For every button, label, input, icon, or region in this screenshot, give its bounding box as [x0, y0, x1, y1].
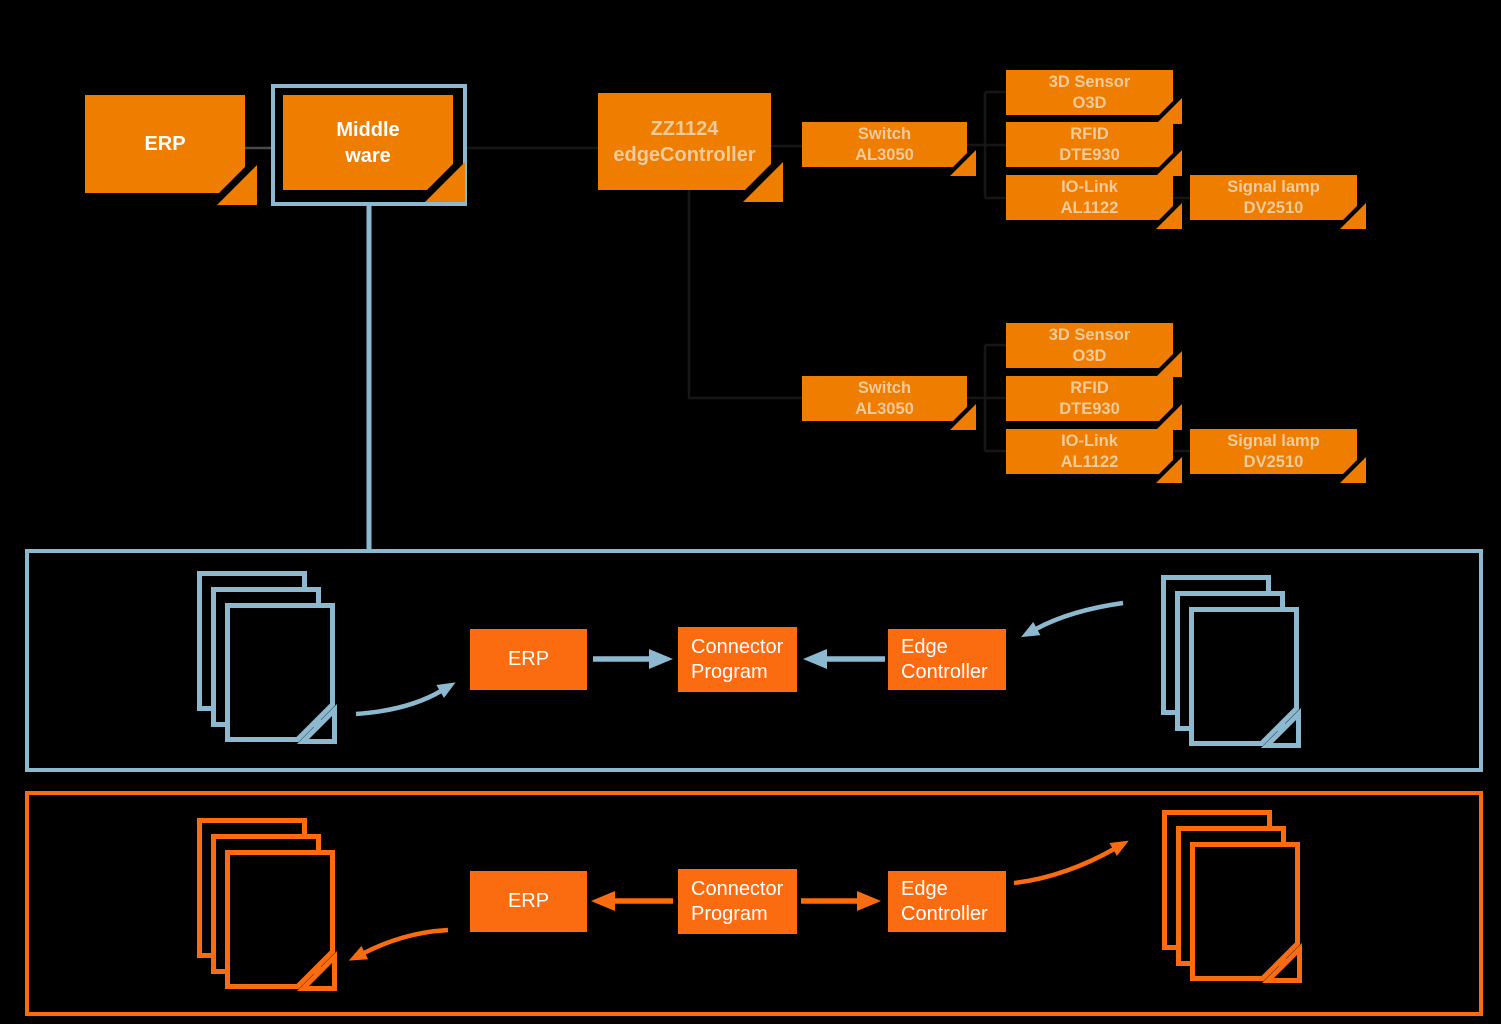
switch-label: Switch AL3050	[855, 378, 914, 418]
read-edge-controller-box: Edge Controller	[888, 629, 1006, 690]
erp-box: ERP	[85, 95, 245, 193]
switch-box-cluster-2: Switch AL3050	[802, 376, 967, 421]
rfid-label: RFID DTE930	[1059, 124, 1120, 164]
documents-icon	[197, 571, 337, 744]
signal-lamp-label: Signal lamp DV2510	[1227, 177, 1320, 217]
read-connector-program-box: Connector Program	[678, 627, 797, 692]
middleware-frame	[271, 84, 467, 206]
read-flow-section	[25, 549, 1483, 772]
documents-icon	[197, 818, 337, 991]
sensor-3d-box-cluster-2: 3D Sensor O3D	[1006, 323, 1173, 368]
write-edge-controller-label: Edge Controller	[901, 877, 988, 925]
io-link-box-cluster-2: IO-Link AL1122	[1006, 429, 1173, 474]
documents-icon	[1161, 575, 1301, 748]
write-connector-program-box: Connector Program	[678, 869, 797, 934]
io-link-label: IO-Link AL1122	[1060, 431, 1119, 471]
rfid-label: RFID DTE930	[1059, 378, 1120, 418]
switch-box-cluster-1: Switch AL3050	[802, 122, 967, 167]
middleware-box: Middle ware	[283, 95, 453, 190]
sensor-3d-label: 3D Sensor O3D	[1048, 72, 1131, 112]
erp-label: ERP	[144, 133, 186, 155]
signal-lamp-box-cluster-1: Signal lamp DV2510	[1190, 175, 1357, 220]
sensor-3d-label: 3D Sensor O3D	[1048, 325, 1131, 365]
sensor-3d-box-cluster-1: 3D Sensor O3D	[1006, 70, 1173, 115]
rfid-box-cluster-2: RFID DTE930	[1006, 376, 1173, 421]
read-connector-program-label: Connector Program	[691, 635, 784, 683]
zz1124-edgecontroller-label: ZZ1124 edgeController	[613, 117, 756, 166]
write-erp-box: ERP	[470, 871, 587, 932]
signal-lamp-box-cluster-2: Signal lamp DV2510	[1190, 429, 1357, 474]
write-erp-label: ERP	[507, 890, 550, 912]
read-erp-label: ERP	[507, 648, 550, 670]
write-edge-controller-box: Edge Controller	[888, 871, 1006, 932]
read-erp-box: ERP	[470, 629, 587, 690]
signal-lamp-label: Signal lamp DV2510	[1227, 431, 1320, 471]
rfid-box-cluster-1: RFID DTE930	[1006, 122, 1173, 167]
middleware-label: Middle ware	[336, 118, 400, 167]
zz1124-edgecontroller-box: ZZ1124 edgeController	[598, 93, 771, 190]
write-flow-section	[25, 791, 1483, 1016]
io-link-label: IO-Link AL1122	[1060, 177, 1119, 217]
io-link-box-cluster-1: IO-Link AL1122	[1006, 175, 1173, 220]
write-connector-program-label: Connector Program	[691, 877, 784, 925]
switch-label: Switch AL3050	[855, 124, 914, 164]
read-edge-controller-label: Edge Controller	[901, 635, 988, 683]
documents-icon	[1162, 810, 1302, 983]
